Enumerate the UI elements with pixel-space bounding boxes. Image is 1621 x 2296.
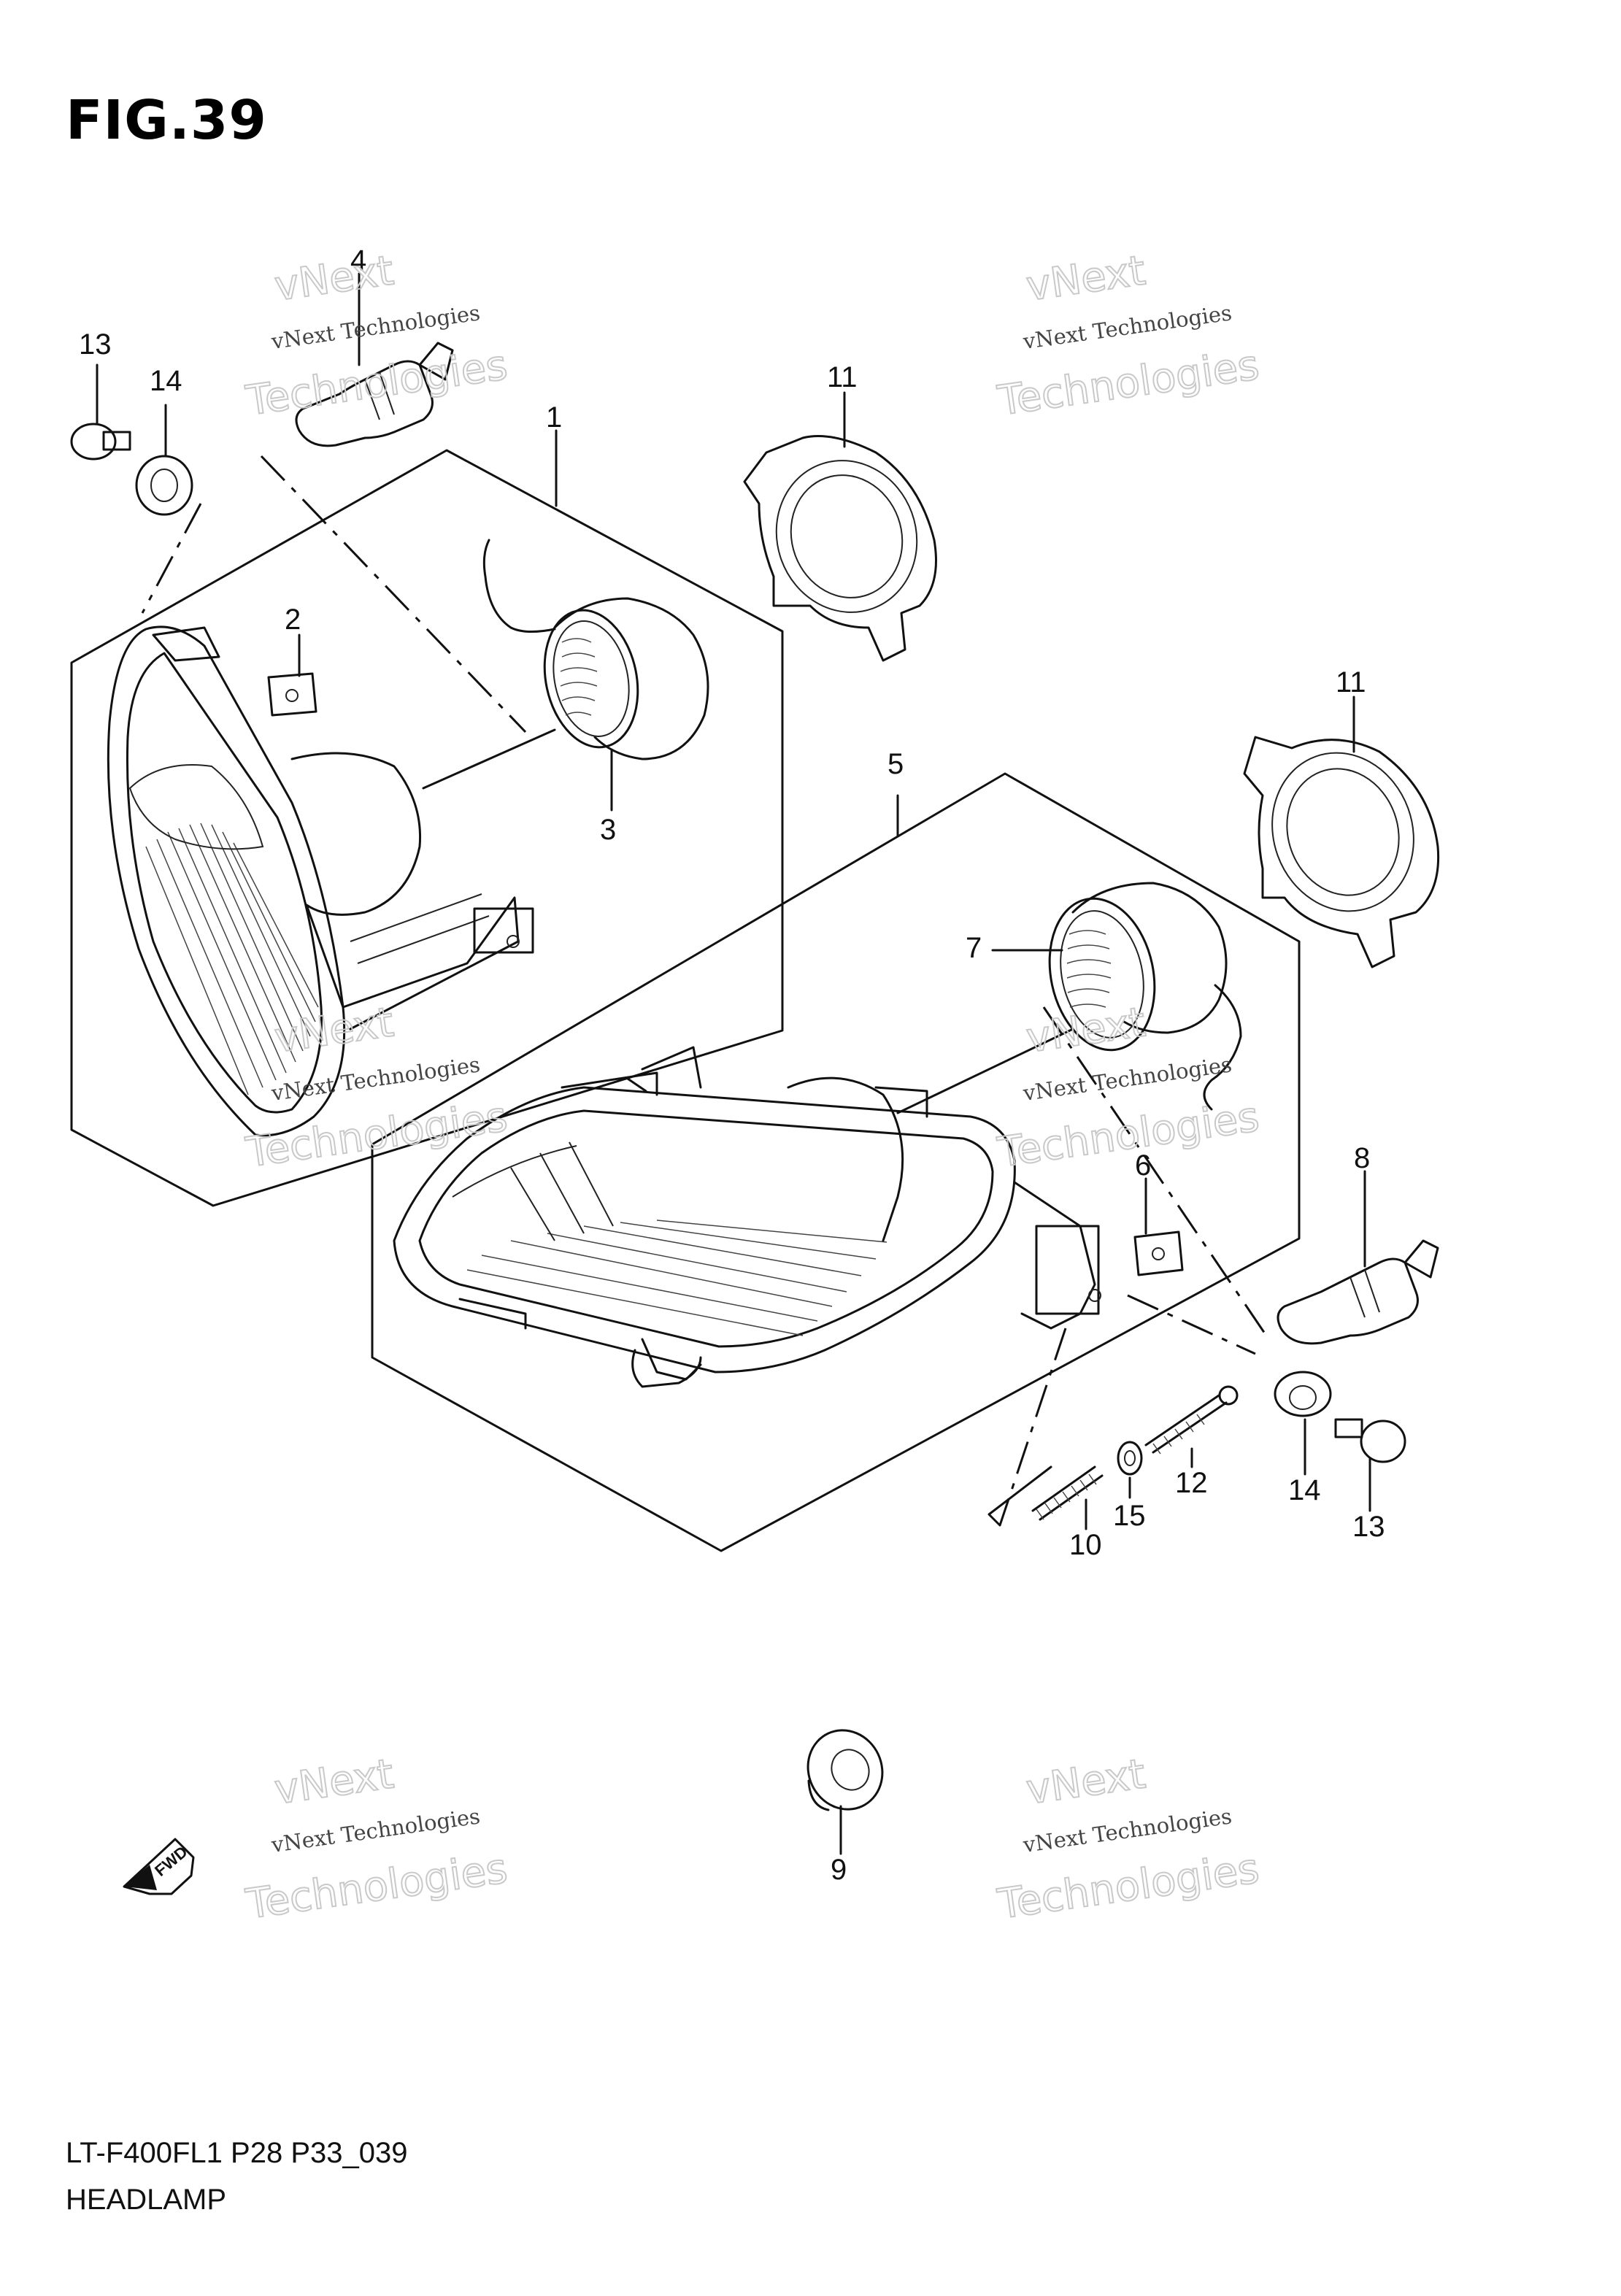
callout-13-lower: 13 (1352, 1511, 1385, 1543)
screw-and-grommet-right (1274, 1371, 1406, 1512)
callout-14-upper: 14 (150, 365, 182, 397)
watermark: vNext Technologies vNext Technologies (994, 246, 1263, 425)
svg-text:vNext: vNext (272, 998, 396, 1062)
callout-5: 5 (887, 748, 904, 780)
callout-1: 1 (546, 401, 562, 434)
svg-text:vNext: vNext (1023, 1750, 1148, 1814)
callout-4: 4 (350, 244, 366, 277)
watermark: vNext Technologies vNext Technologies (242, 1749, 511, 1929)
bulb-retainer-ring-lower (1243, 696, 1440, 968)
callout-13-upper: 13 (79, 328, 112, 361)
headlamp-adjuster-hardware (1031, 1385, 1239, 1530)
callout-6: 6 (1135, 1149, 1151, 1182)
svg-text:vNext Technologies: vNext Technologies (1021, 1803, 1233, 1857)
callout-10: 10 (1069, 1529, 1102, 1561)
svg-text:vNext: vNext (272, 247, 396, 310)
svg-text:vNext Technologies: vNext Technologies (269, 300, 482, 354)
callout-11-upper: 11 (827, 361, 858, 393)
watermark: vNext Technologies vNext Technologies (994, 998, 1263, 1177)
svg-text:vNext Technologies: vNext Technologies (1021, 1052, 1233, 1106)
svg-text:vNext: vNext (1023, 247, 1148, 310)
washer-part-9 (806, 1729, 884, 1855)
svg-text:Technologies: Technologies (995, 1093, 1262, 1177)
callout-numbers: 1 2 3 4 5 6 7 8 9 10 11 11 12 13 13 14 1… (79, 244, 1385, 1886)
svg-text:vNext Technologies: vNext Technologies (1021, 300, 1233, 354)
callout-8: 8 (1354, 1142, 1370, 1174)
svg-text:Technologies: Technologies (995, 342, 1262, 425)
svg-text:vNext: vNext (272, 1750, 396, 1814)
right-headlamp-assembly (371, 772, 1301, 1552)
callout-12: 12 (1175, 1467, 1208, 1499)
screw-and-grommet-left (70, 363, 193, 516)
bulb-retainer-ring-upper (743, 391, 937, 662)
callout-3: 3 (600, 814, 616, 846)
svg-text:Technologies: Technologies (995, 1845, 1262, 1929)
callout-7: 7 (966, 932, 982, 964)
fwd-direction-arrow: FWD (123, 1838, 195, 1895)
svg-text:Technologies: Technologies (243, 1845, 510, 1929)
watermark: vNext Technologies vNext Technologies (242, 246, 511, 425)
headlamp-bulb-left (295, 272, 454, 447)
left-headlamp-assembly (70, 429, 784, 1207)
callout-2: 2 (285, 604, 301, 636)
footer-model-code: LT-F400FL1 P28 P33_039 (66, 2137, 408, 2169)
svg-text:vNext Technologies: vNext Technologies (269, 1803, 482, 1857)
footer-section-name: HEADLAMP (66, 2184, 227, 2216)
callout-14-lower: 14 (1288, 1474, 1321, 1506)
watermark: vNext Technologies vNext Technologies (994, 1749, 1263, 1929)
callout-9: 9 (831, 1854, 847, 1886)
svg-text:vNext: vNext (1023, 998, 1148, 1062)
callout-11-lower: 11 (1336, 666, 1366, 698)
headlamp-bulb-right (1277, 1170, 1439, 1345)
watermark: vNext Technologies vNext Technologies (242, 998, 511, 1177)
callout-15: 15 (1113, 1500, 1146, 1532)
figure-title: FIG.39 (66, 89, 267, 152)
